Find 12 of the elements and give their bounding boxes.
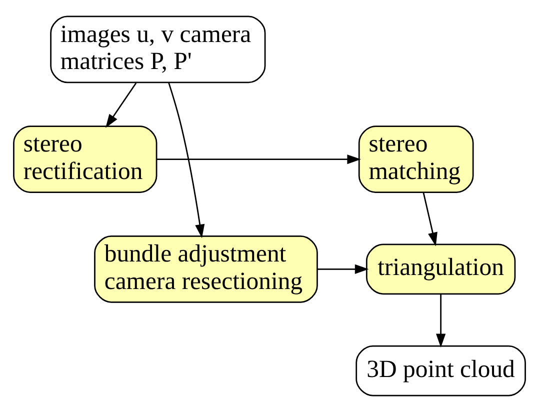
node-box: stereo matching [358, 126, 474, 193]
arrow [422, 192, 438, 246]
arrow [106, 82, 137, 128]
arrow [156, 154, 361, 164]
arrow [317, 264, 369, 274]
node-box: stereo rectification [13, 126, 158, 193]
node-box: images u, v camera matrices P, P' [50, 16, 266, 84]
node-box: triangulation [366, 244, 516, 295]
node-box: bundle adjustment camera resectioning [94, 236, 318, 303]
arrow [168, 82, 205, 238]
node-box: 3D point cloud [356, 345, 526, 396]
arrow [436, 294, 446, 348]
